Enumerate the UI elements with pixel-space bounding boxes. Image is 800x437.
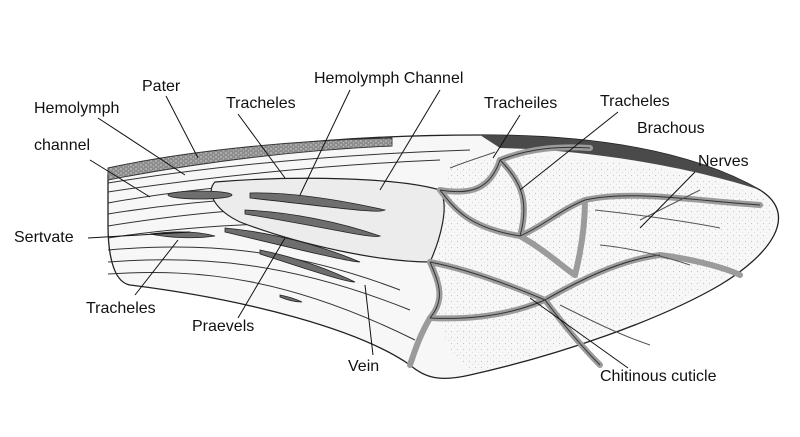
label-tracheles-top: Tracheles — [226, 95, 296, 113]
label-vein: Vein — [348, 358, 379, 376]
label-tracheles-right: Tracheles — [600, 93, 670, 111]
label-tracheiles: Tracheiles — [484, 95, 557, 113]
label-nerves: Nerves — [698, 153, 749, 171]
label-sertvate: Sertvate — [14, 229, 74, 247]
label-channel: channel — [34, 137, 90, 155]
label-hemolymph: Hemolymph — [34, 100, 119, 118]
label-chitinous-cuticle: Chitinous cuticle — [600, 368, 717, 386]
label-hemolymph-channel: Hemolymph Channel — [314, 70, 463, 88]
label-tracheles-bottom: Tracheles — [86, 300, 156, 318]
label-praevels: Praevels — [192, 318, 254, 336]
label-pater: Pater — [142, 78, 180, 96]
label-brachous: Brachous — [637, 120, 705, 138]
